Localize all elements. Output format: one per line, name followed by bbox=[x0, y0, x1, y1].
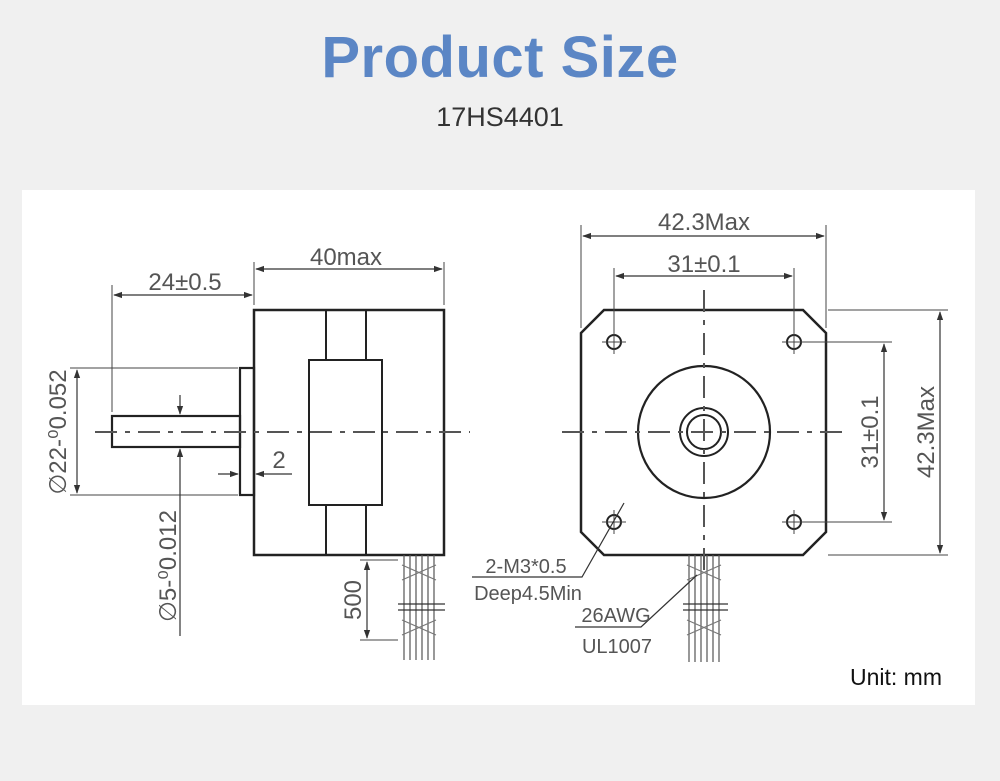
dim-boss-diameter-label: ∅22-⁰0.052 bbox=[45, 369, 72, 494]
dim-body-length-label: 40max bbox=[310, 244, 382, 271]
dim-height-label: 42.3Max bbox=[913, 386, 940, 478]
lead-wires-front bbox=[683, 555, 728, 662]
hole-note-thread: 2-M3*0.5 bbox=[485, 556, 566, 578]
dim-lead-length-label: 500 bbox=[340, 580, 367, 620]
stator-profile bbox=[308, 310, 383, 555]
unit-label: Unit: mm bbox=[850, 664, 942, 690]
dim-shaft-diameter-label: ∅5-⁰0.012 bbox=[155, 510, 182, 622]
dim-shaft-length-label: 24±0.5 bbox=[148, 269, 221, 296]
motor-body-front bbox=[579, 308, 828, 557]
dim-hole-spacing-v-label: 31±0.1 bbox=[857, 395, 884, 468]
side-view bbox=[70, 262, 470, 660]
wire-note-standard: UL1007 bbox=[582, 636, 652, 658]
front-view bbox=[472, 225, 948, 662]
dim-hole-spacing-h-label: 31±0.1 bbox=[667, 251, 740, 278]
dim-flange-label: 2 bbox=[272, 447, 285, 474]
dim-width-label: 42.3Max bbox=[658, 209, 750, 236]
hole-note-depth: Deep4.5Min bbox=[474, 583, 582, 605]
model-number: 17HS4401 bbox=[436, 102, 564, 132]
wire-note-gauge: 26AWG bbox=[581, 605, 650, 627]
lead-wires-side bbox=[398, 555, 445, 660]
shaft bbox=[110, 414, 242, 449]
page-title: Product Size bbox=[321, 25, 679, 90]
